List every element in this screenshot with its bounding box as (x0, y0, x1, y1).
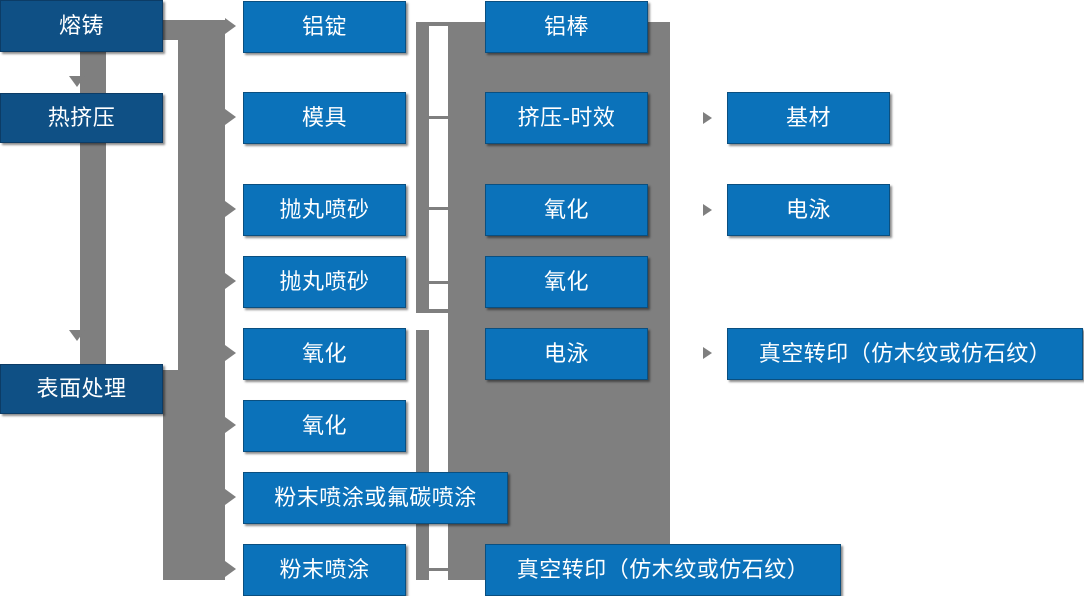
stage-box-hot-extrusion[interactable]: 热挤压 (0, 93, 163, 143)
connector-rung-5 (416, 309, 461, 313)
connector-left-spine (80, 20, 106, 380)
process-box-oxidation-col3-2[interactable]: 氧化 (485, 256, 648, 308)
connector-rail-left (416, 22, 429, 312)
stage-label-hot-extrusion: 热挤压 (47, 104, 116, 130)
process-box-powder-or-pvdf[interactable]: 粉末喷涂或氟碳喷涂 (243, 472, 508, 524)
connector-arrow-to-mold (225, 109, 236, 125)
process-label-extrusion-aging: 挤压-时效 (517, 104, 616, 130)
connector-arrow-to-oxidation-1 (225, 345, 236, 361)
process-box-oxidation-2[interactable]: 氧化 (243, 400, 406, 452)
connector-rung-top (416, 22, 461, 26)
connector-arrow-down-to-hot-extrusion (69, 76, 85, 87)
connector-stem-surface-treatment (160, 387, 190, 390)
process-label-oxidation-col3-2: 氧化 (543, 268, 589, 294)
process-box-vacuum-transfer-col4[interactable]: 真空转印（仿木纹或仿石纹） (727, 328, 1083, 380)
process-label-oxidation-1: 氧化 (301, 340, 347, 366)
process-box-mold[interactable]: 模具 (243, 92, 406, 144)
connector-arrow-to-vacuum-transfer (703, 347, 712, 359)
connector-arrow-down-to-surface-treatment (69, 330, 85, 341)
connector-rung-4 (429, 281, 461, 284)
process-box-oxidation-1[interactable]: 氧化 (243, 328, 406, 380)
process-box-shot-blasting-2[interactable]: 抛丸喷砂 (243, 256, 406, 308)
stage-box-melt-cast[interactable]: 熔铸 (0, 0, 163, 52)
process-label-electrophoresis-col3: 电泳 (543, 340, 589, 366)
connector-arrow-to-powder-coating (225, 561, 236, 577)
connector-rung-3 (429, 207, 461, 210)
process-box-vacuum-transfer-col3[interactable]: 真空转印（仿木纹或仿石纹） (485, 544, 841, 596)
process-label-aluminum-bar: 铝棒 (543, 13, 589, 39)
process-box-extrusion-aging[interactable]: 挤压-时效 (485, 92, 648, 144)
process-label-shot-blasting-1: 抛丸喷砂 (279, 196, 370, 222)
process-label-powder-or-pvdf: 粉末喷涂或氟碳喷涂 (274, 484, 477, 510)
stage-label-surface-treatment: 表面处理 (36, 375, 127, 401)
process-label-oxidation-col3-1: 氧化 (543, 196, 589, 222)
process-box-base-material[interactable]: 基材 (727, 92, 890, 144)
connector-arrow-to-oxidation-2 (225, 417, 236, 433)
stage-box-surface-treatment[interactable]: 表面处理 (0, 364, 163, 414)
stage-label-melt-cast: 熔铸 (58, 12, 104, 38)
process-label-mold: 模具 (301, 104, 347, 130)
process-box-electrophoresis-col3[interactable]: 电泳 (485, 328, 648, 380)
process-box-aluminum-bar[interactable]: 铝棒 (485, 1, 648, 53)
process-box-shot-blasting-1[interactable]: 抛丸喷砂 (243, 184, 406, 236)
connector-rung-2 (429, 116, 461, 119)
process-box-aluminum-ingot[interactable]: 铝锭 (243, 1, 406, 53)
connector-arrow-to-aluminum-ingot (225, 18, 236, 34)
process-label-shot-blasting-2: 抛丸喷砂 (279, 268, 370, 294)
process-label-base-material: 基材 (785, 104, 831, 130)
process-box-oxidation-col3-1[interactable]: 氧化 (485, 184, 648, 236)
process-label-aluminum-ingot: 铝锭 (301, 13, 347, 39)
connector-arrow-to-powder-or-pvdf (225, 489, 236, 505)
connector-rail-left-lower (416, 330, 429, 580)
process-label-electrophoresis-col4: 电泳 (785, 196, 831, 222)
connector-arrow-to-shot-blasting-2 (225, 273, 236, 289)
connector-arrow-to-shot-blasting-1 (225, 201, 236, 217)
process-label-oxidation-2: 氧化 (301, 412, 347, 438)
process-label-vacuum-transfer-col3: 真空转印（仿木纹或仿石纹） (516, 556, 810, 582)
connector-arrow-to-base-material (703, 112, 712, 124)
connector-trunk-column2-foot (163, 370, 225, 580)
process-box-powder-coating[interactable]: 粉末喷涂 (243, 544, 406, 596)
connector-arrow-to-electrophoresis (703, 204, 712, 216)
process-label-vacuum-transfer-col4: 真空转印（仿木纹或仿石纹） (758, 340, 1052, 366)
connector-rung-bottom (429, 568, 461, 571)
process-box-electrophoresis-col4[interactable]: 电泳 (727, 184, 890, 236)
process-label-powder-coating: 粉末喷涂 (279, 556, 370, 582)
